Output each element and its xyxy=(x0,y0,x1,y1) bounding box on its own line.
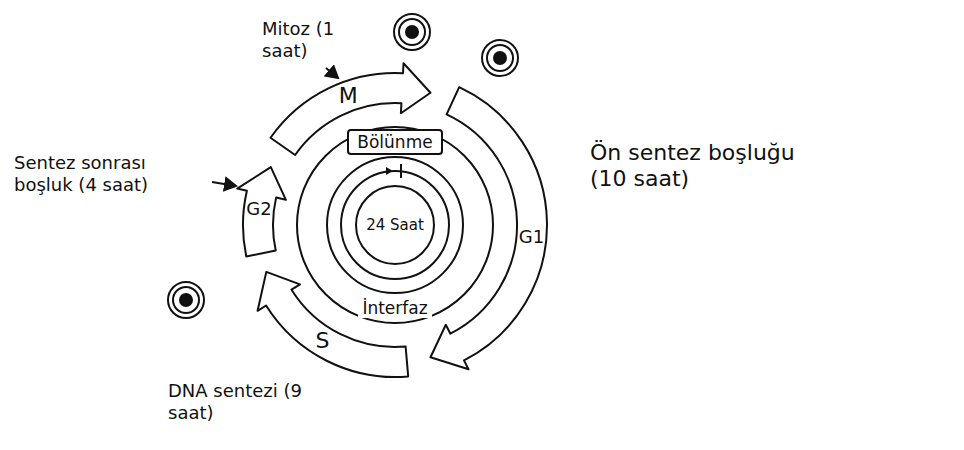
nucleus xyxy=(180,294,192,306)
leader-arrow xyxy=(326,68,338,78)
ring-outline xyxy=(297,127,493,323)
node-text: Bölünme xyxy=(357,132,432,152)
phase-description: Ön sentez boşluğu (10 saat) xyxy=(590,140,830,193)
node-text: G1 xyxy=(519,226,544,248)
cell-symbol xyxy=(168,282,204,318)
node-text: S xyxy=(315,328,329,354)
nucleus xyxy=(406,26,418,38)
leader-arrow xyxy=(212,182,236,186)
ring-outline xyxy=(327,157,463,293)
cells xyxy=(168,14,518,318)
phase-label: S xyxy=(315,328,329,354)
phase-label: M xyxy=(339,83,358,109)
clock-arrowhead xyxy=(386,167,393,175)
phase-arrow xyxy=(431,87,547,369)
label-box: Sentez sonrası boşluk (4 saat) xyxy=(14,152,200,195)
clock-circle xyxy=(341,171,449,279)
phase-label: G2 xyxy=(246,198,271,220)
node-text: 24 Saat xyxy=(366,216,424,234)
cell-symbol xyxy=(394,14,430,50)
label-box: Mitoz (1 saat) xyxy=(262,18,358,61)
cell-symbol xyxy=(482,40,518,76)
node-text: İnterfaz xyxy=(362,298,427,318)
phase-description: DNA sentezi (9 saat) xyxy=(168,380,308,423)
interphase-band: İnterfaz xyxy=(358,298,431,318)
cell-symbol xyxy=(487,45,513,71)
phase-description: Mitoz (1 saat) xyxy=(262,18,358,61)
leader-arrows xyxy=(212,68,338,186)
node-text: G2 xyxy=(246,198,271,220)
phase-description: Sentez sonrası boşluk (4 saat) xyxy=(14,152,200,195)
phase-label: G1 xyxy=(519,226,544,248)
inner-rings xyxy=(297,127,493,323)
label-box: Ön sentez boşluğu (10 saat) xyxy=(590,140,830,193)
nucleus xyxy=(494,52,506,64)
cell-symbol xyxy=(173,287,199,313)
phase-arrows xyxy=(237,63,547,377)
phase-arrow xyxy=(237,167,286,257)
node-text: M xyxy=(339,83,358,109)
division-band: Bölünme xyxy=(347,129,442,155)
phase-arrow xyxy=(258,272,409,377)
cell-symbol xyxy=(399,19,425,45)
center-circle: 24 Saat xyxy=(355,185,435,265)
label-box: DNA sentezi (9 saat) xyxy=(168,380,308,423)
clock-tick xyxy=(400,164,402,178)
